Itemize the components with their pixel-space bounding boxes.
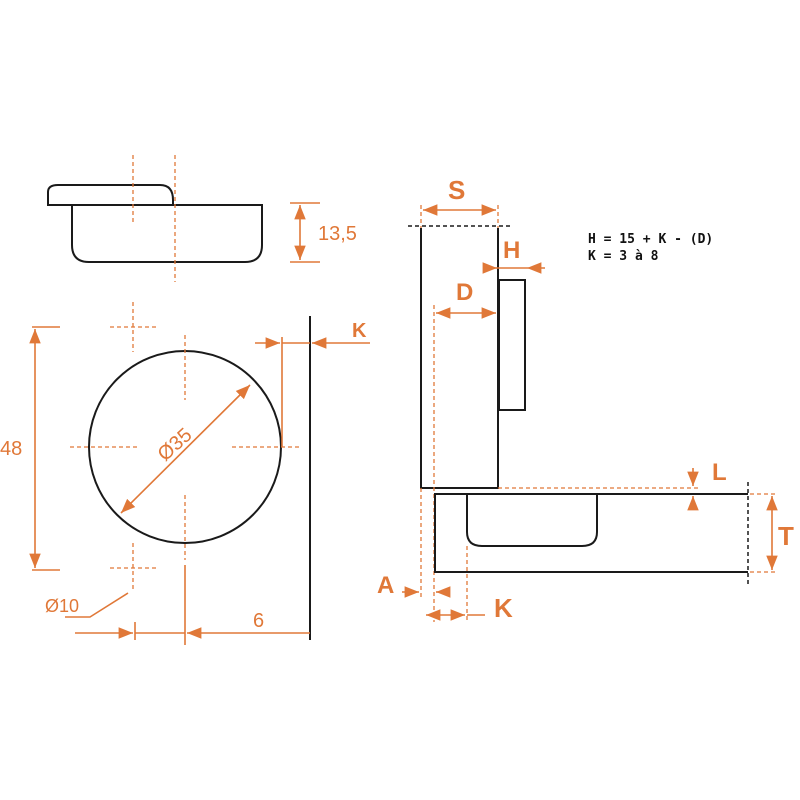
cup-recess xyxy=(466,494,598,547)
front-view-drilling: 48 Ø35 Ø10 K 6 xyxy=(0,302,370,645)
formula-k: K = 3 à 8 xyxy=(588,249,659,264)
a-label: A xyxy=(377,572,394,599)
door-panel xyxy=(420,228,499,489)
h-label: H xyxy=(503,237,520,264)
formula-h: H = 15 + K - (D) xyxy=(588,232,713,247)
s-label: S xyxy=(448,175,465,205)
k-label-front: K xyxy=(352,320,367,342)
t-label: T xyxy=(778,521,794,551)
edge-distance-label: 6 xyxy=(253,610,264,632)
side-view-assembly: S H D L T A K H = 15 + K - (D) xyxy=(377,175,794,623)
d-label: D xyxy=(456,279,473,306)
l-label: L xyxy=(712,459,727,486)
hole-spacing-label: 48 xyxy=(0,438,22,460)
k-label-side: K xyxy=(494,593,513,623)
cup-diameter-label: Ø35 xyxy=(154,424,197,466)
hinge-plate xyxy=(498,279,526,411)
top-view-hinge-cup: 13,5 xyxy=(47,155,357,282)
cabinet-side-panel xyxy=(434,493,748,573)
hole-diameter-label: Ø10 xyxy=(45,596,79,616)
cup-depth-label: 13,5 xyxy=(318,223,357,245)
